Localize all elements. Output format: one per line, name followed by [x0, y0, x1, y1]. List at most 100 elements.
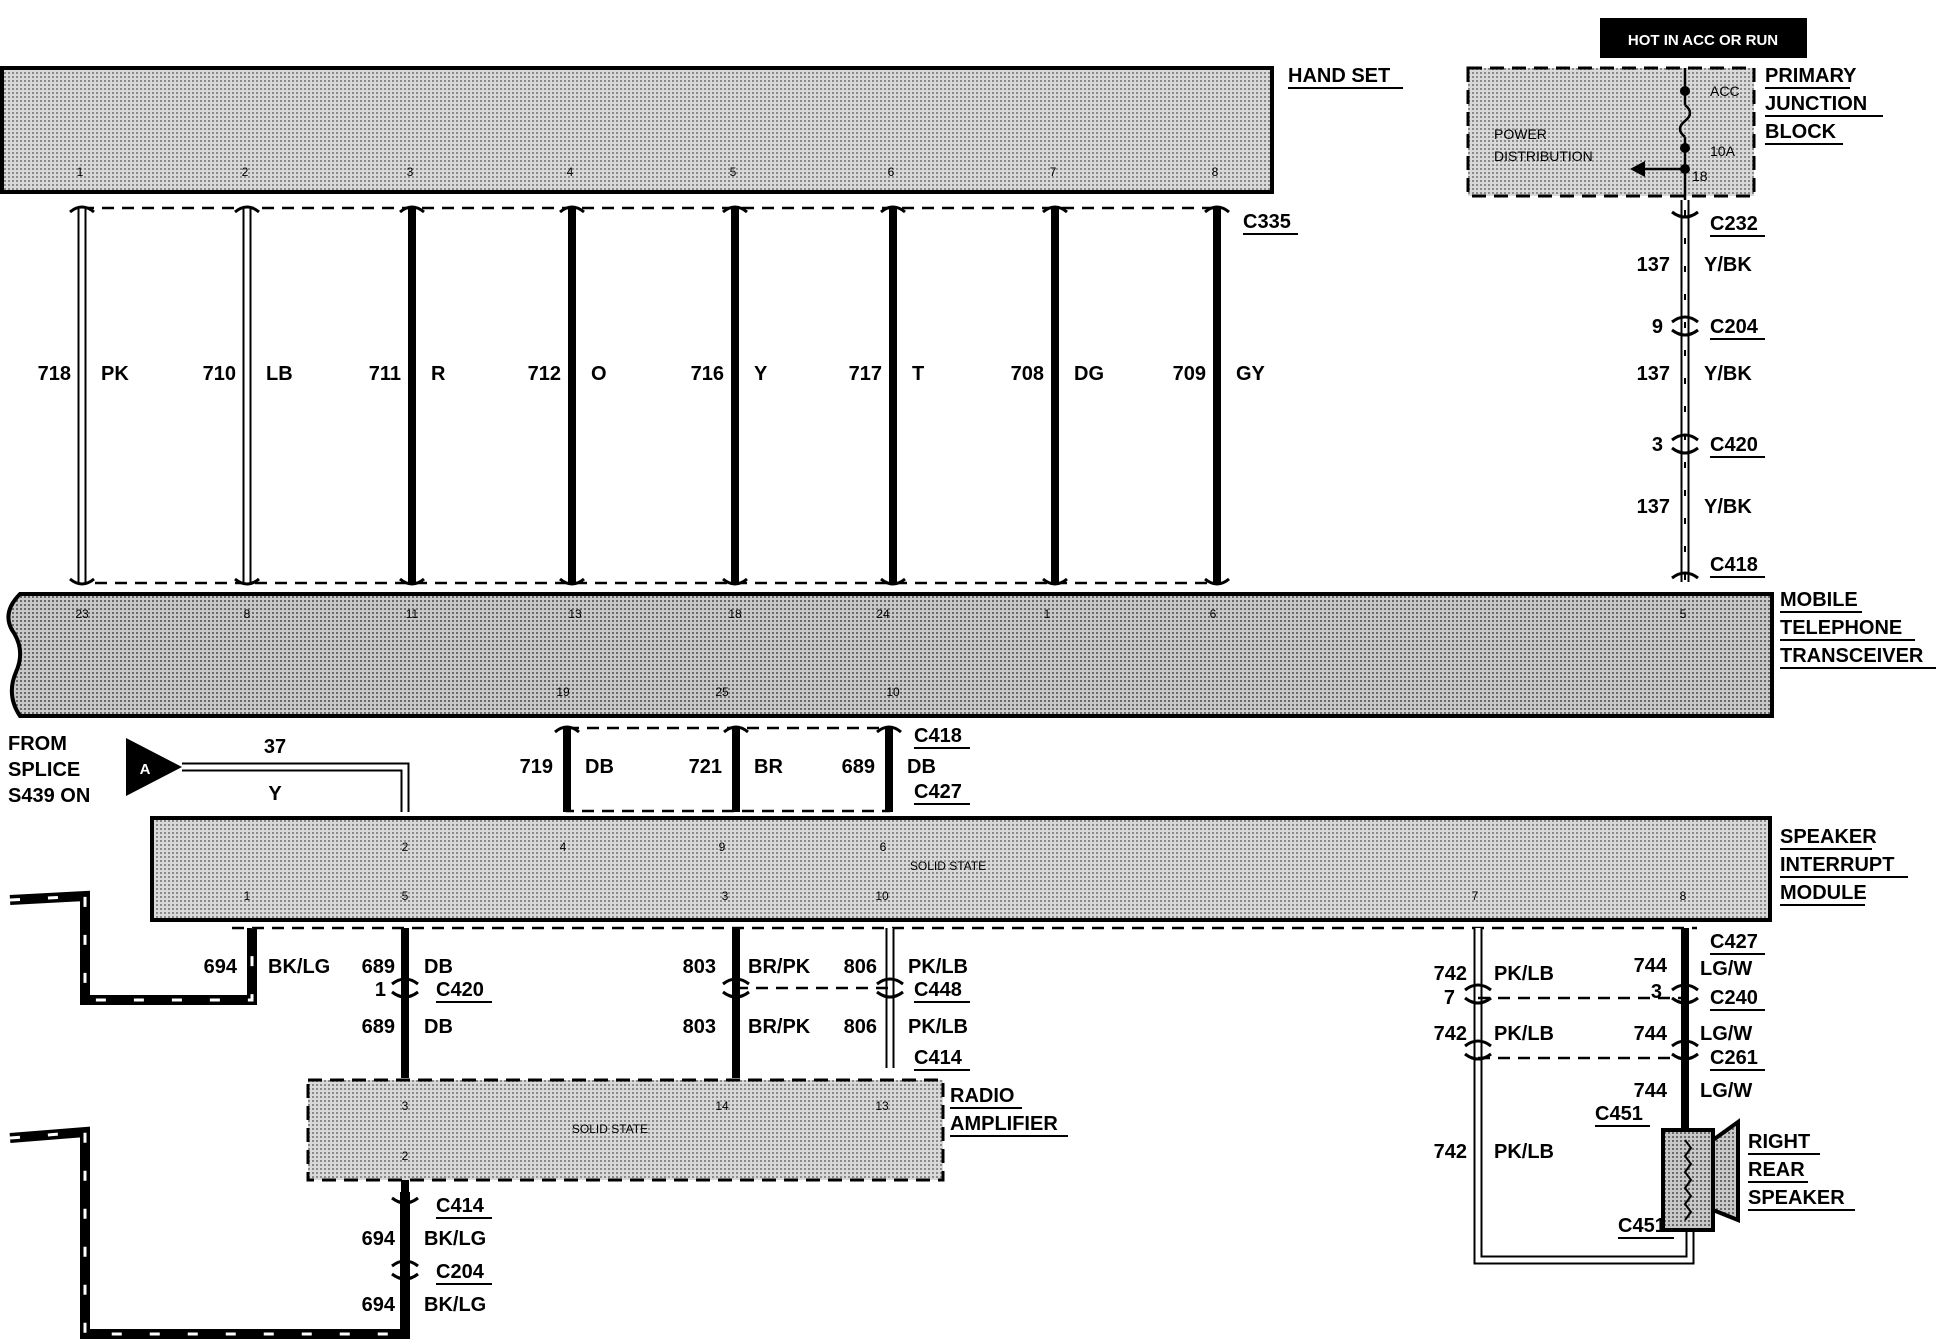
- c240-pin-right: 3: [1651, 981, 1662, 1003]
- handset-wire-color-717: T: [912, 363, 924, 385]
- svg-text:AMPLIFIER: AMPLIFIER: [950, 1113, 1058, 1135]
- transceiver-label: MOBILE TELEPHONE TRANSCEIVER: [1780, 589, 1936, 669]
- transceiver-box: [6, 592, 1774, 718]
- transceiver-pin-1: 1: [1044, 607, 1051, 621]
- svg-text:TELEPHONE: TELEPHONE: [1780, 617, 1902, 639]
- handset-wire-716: 716 Y: [691, 205, 768, 586]
- c420-pin-sim: 1: [375, 979, 386, 1001]
- c420-label-top: C420: [1710, 434, 1758, 456]
- splice-circuit-num: 37: [264, 736, 286, 758]
- w806-color-2: PK/LB: [908, 1016, 968, 1038]
- transceiver-pin-5: 5: [1680, 607, 1687, 621]
- sim-pin-5: 5: [402, 889, 409, 903]
- svg-text:S439 ON: S439 ON: [8, 785, 90, 807]
- mid-wire-num-721: 721: [689, 756, 722, 778]
- handset-pin-2: 2: [242, 165, 249, 179]
- c414-label-mid: C414: [914, 1047, 963, 1069]
- fuse-icon: [1678, 104, 1692, 138]
- c335-label: C335: [1243, 211, 1291, 233]
- power-wire-color-3: Y/BK: [1704, 496, 1752, 518]
- radio-amplifier-box: [306, 1078, 945, 1182]
- w803-color: BR/PK: [748, 956, 811, 978]
- w803-num-2: 803: [683, 1016, 716, 1038]
- handset-wire-color-710: LB: [266, 363, 293, 385]
- handset-wire-num-709: 709: [1173, 363, 1206, 385]
- transceiver-pin-18: 18: [728, 607, 742, 621]
- power-wire-num-1: 137: [1637, 254, 1670, 276]
- handset-wire-num-716: 716: [691, 363, 724, 385]
- handset-wire-num-710: 710: [203, 363, 236, 385]
- w742-color-3: PK/LB: [1494, 1141, 1554, 1163]
- power-wire: [1671, 200, 1699, 582]
- handset-wire-color-716: Y: [754, 363, 768, 385]
- power-distribution-line1: POWER: [1494, 126, 1547, 142]
- svg-text:RIGHT: RIGHT: [1748, 1131, 1810, 1153]
- sim-pin-1: 1: [244, 889, 251, 903]
- c240-label: C240: [1710, 987, 1758, 1009]
- hot-label-box: [1600, 18, 1807, 58]
- w742-color: PK/LB: [1494, 963, 1554, 985]
- sim-pin-4: 4: [560, 840, 567, 854]
- amp-pin-2: 2: [402, 1149, 409, 1163]
- svg-text:TRANSCEIVER: TRANSCEIVER: [1780, 645, 1924, 667]
- c448-label: C448: [914, 979, 962, 1001]
- wire-744: [1671, 928, 1699, 1128]
- w803-num: 803: [683, 956, 716, 978]
- w806-num-2: 806: [844, 1016, 877, 1038]
- svg-text:MOBILE: MOBILE: [1780, 589, 1858, 611]
- power-wire-num-2: 137: [1637, 363, 1670, 385]
- radio-amplifier-label: RADIO AMPLIFIER: [950, 1085, 1068, 1137]
- wire-742: [1464, 928, 1695, 1265]
- speaker-interrupt-box: [150, 816, 1772, 922]
- hot-label: HOT IN ACC OR RUN: [1628, 32, 1778, 49]
- svg-text:REAR: REAR: [1748, 1159, 1805, 1181]
- w806-color: PK/LB: [908, 956, 968, 978]
- svg-text:PRIMARY: PRIMARY: [1765, 65, 1857, 87]
- handset-pin-1: 1: [77, 165, 84, 179]
- fuse-rating: 10A: [1710, 143, 1736, 159]
- sim-solid-state: SOLID STATE: [910, 859, 986, 873]
- transceiver-pin-11: 11: [406, 607, 419, 621]
- c420-label-sim: C420: [436, 979, 484, 1001]
- handset-box: [0, 66, 1274, 194]
- w742-num: 742: [1434, 963, 1467, 985]
- transceiver-pin-25: 25: [715, 685, 729, 699]
- w694-num-3: 694: [362, 1294, 396, 1316]
- amp-pin-3: 3: [402, 1099, 409, 1113]
- handset-wire-num-717: 717: [849, 363, 882, 385]
- c240-pin-left: 7: [1444, 987, 1455, 1009]
- svg-text:SPEAKER: SPEAKER: [1748, 1187, 1845, 1209]
- power-wire-num-3: 137: [1637, 496, 1670, 518]
- w742-num-2: 742: [1434, 1023, 1467, 1045]
- c427-label-right: C427: [1710, 931, 1758, 953]
- sim-pin-3: 3: [722, 889, 729, 903]
- c427-label-mid: C427: [914, 781, 962, 803]
- svg-text:JUNCTION: JUNCTION: [1765, 93, 1867, 115]
- svg-text:RADIO: RADIO: [950, 1085, 1014, 1107]
- c418-label-mid: C418: [914, 725, 962, 747]
- w803-color-2: BR/PK: [748, 1016, 811, 1038]
- w694-color-3: BK/LG: [424, 1294, 486, 1316]
- handset-wire-num-711: 711: [369, 363, 401, 385]
- sim-pin-10: 10: [875, 889, 889, 903]
- w744-color: LG/W: [1700, 958, 1752, 980]
- splice-marker-icon: [126, 738, 182, 796]
- w694-num: 694: [204, 956, 238, 978]
- junction-block-box: [1466, 66, 1756, 198]
- speaker-icon: [1661, 1118, 1740, 1232]
- mid-wire-color-689: DB: [907, 756, 936, 778]
- w689-num-2: 689: [362, 1016, 395, 1038]
- wire-806: [876, 928, 904, 1068]
- c414-label-low: C414: [436, 1195, 485, 1217]
- c204-label-low: C204: [436, 1261, 485, 1283]
